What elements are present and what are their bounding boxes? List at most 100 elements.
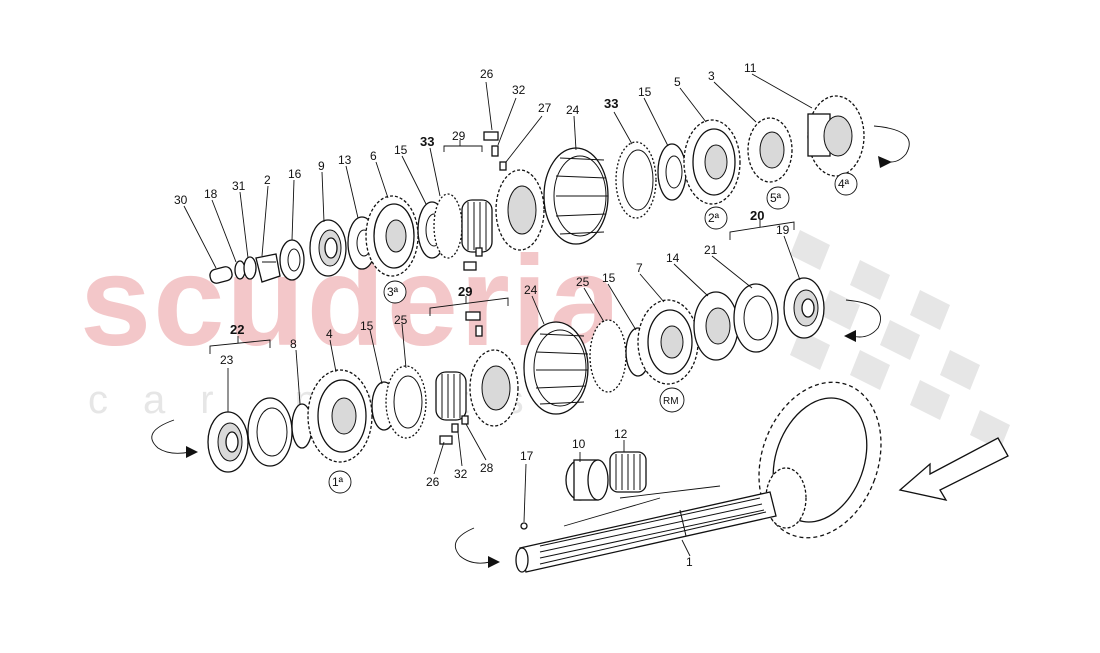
- gear-marker-3-circle: [383, 280, 407, 304]
- callout-10: 10: [572, 437, 586, 451]
- direction-arrow-icon: [898, 437, 1009, 501]
- checkered-flag-watermark: [790, 230, 1010, 450]
- callout-28: 28: [480, 461, 494, 475]
- callout-16: 16: [288, 167, 302, 181]
- rotation-arrow-lower-right: [844, 299, 881, 342]
- callout-24-lower: 24: [524, 283, 538, 297]
- part-29-hub-lower: [435, 349, 519, 427]
- pinion-shaft-assembly: [454, 381, 1009, 573]
- callout-9: 9: [318, 159, 325, 173]
- pinion-gear: [765, 467, 807, 529]
- callout-32-upper: 32: [512, 83, 526, 97]
- gear-marker-rm: RM: [663, 396, 679, 407]
- gear-marker-5-circle: [766, 186, 790, 210]
- part-33-synchro-upper-left: [433, 193, 463, 259]
- callout-6: 6: [370, 149, 377, 163]
- callout-17: 17: [520, 449, 534, 463]
- part-1-main-shaft: [515, 491, 777, 573]
- callout-12: 12: [614, 427, 628, 441]
- callout-2: 2: [264, 173, 271, 187]
- part-22-bearing-race: [247, 397, 293, 467]
- callout-15-lower-right: 15: [602, 271, 616, 285]
- part-24-sleeve-upper: [543, 147, 609, 245]
- part-15-ring-upper-right: [657, 143, 687, 201]
- callout-22: 22: [230, 322, 244, 337]
- callout-25-lower: 25: [394, 313, 408, 327]
- part-10-bush: [565, 459, 609, 501]
- part-21-bearing-race: [733, 283, 779, 353]
- callout-33-upper-right: 33: [604, 96, 618, 111]
- callout-24-upper: 24: [566, 103, 580, 117]
- leader-lines: [183, 73, 813, 557]
- part-26-32-28-detent-lower: [439, 311, 483, 445]
- callout-5: 5: [674, 75, 681, 89]
- part-7-gear: [637, 299, 699, 385]
- callout-labels: 26 32 27 24 33 15 5 3 11 29 33 15 6 13 9…: [174, 61, 790, 569]
- gear-markers: 3ª 2ª 5ª 4ª 1ª RM: [328, 172, 858, 494]
- part-14-spacer: [693, 291, 739, 361]
- callout-21: 21: [704, 243, 718, 257]
- part-23-bearing: [207, 411, 249, 473]
- callout-19: 19: [776, 223, 790, 237]
- callout-31: 31: [232, 179, 246, 193]
- part-25-synchro-lower-right: [589, 319, 627, 393]
- callout-15-upper: 15: [394, 143, 408, 157]
- part-3-gear: [747, 117, 793, 183]
- callout-27: 27: [538, 101, 552, 115]
- gear-marker-rm-circle: [659, 387, 685, 413]
- part-6-gear: [365, 195, 419, 277]
- callout-33-upper-left: 33: [420, 134, 434, 149]
- callout-14: 14: [666, 251, 680, 265]
- callout-18: 18: [204, 187, 218, 201]
- callout-25-lower-right: 25: [576, 275, 590, 289]
- gear-marker-3: 3ª: [387, 285, 399, 299]
- part-19-bearing: [783, 277, 825, 339]
- part-30-pin: [209, 266, 233, 284]
- part-9-bearing: [309, 219, 347, 277]
- callout-26-upper: 26: [480, 67, 494, 81]
- callout-15-lower: 15: [360, 319, 374, 333]
- rotation-arrow-lower-left: [151, 419, 198, 458]
- callout-4: 4: [326, 327, 333, 341]
- part-5-gear: [683, 119, 741, 205]
- part-12-needle-bearing: [609, 451, 647, 493]
- callout-30: 30: [174, 193, 188, 207]
- gear-marker-4: 4ª: [838, 177, 850, 191]
- callout-29-upper: 29: [452, 129, 466, 143]
- callout-3: 3: [708, 69, 715, 83]
- callout-15-upper-right: 15: [638, 85, 652, 99]
- part-33-synchro-upper-right: [615, 141, 657, 219]
- upper-shaft-assembly: [209, 95, 910, 284]
- gear-marker-4-circle: [834, 172, 858, 196]
- part-17-ball: [520, 522, 528, 530]
- gear-marker-5: 5ª: [770, 191, 782, 205]
- part-26-32-27-detent-upper: [463, 131, 507, 271]
- gear-marker-1: 1ª: [332, 475, 344, 489]
- part-29-hub-upper: [461, 169, 545, 253]
- callout-1: 1: [686, 555, 693, 569]
- callout-7: 7: [636, 261, 643, 275]
- callout-23: 23: [220, 353, 234, 367]
- part-31-washer: [243, 256, 257, 280]
- part-16-nut: [279, 239, 305, 281]
- part-11-gear: [807, 95, 865, 177]
- gear-marker-1-circle: [328, 470, 352, 494]
- part-2-key: [255, 253, 281, 283]
- callout-26-lower: 26: [426, 475, 440, 489]
- rotation-arrow-shaft: [454, 527, 500, 568]
- gear-marker-2: 2ª: [708, 211, 720, 225]
- crown-wheel: [758, 381, 882, 539]
- callout-20: 20: [750, 208, 764, 223]
- lower-shaft-assembly: [151, 277, 881, 473]
- callout-13: 13: [338, 153, 352, 167]
- gear-marker-2-circle: [704, 206, 728, 230]
- part-25-synchro-lower: [385, 365, 427, 439]
- callout-11: 11: [744, 61, 757, 75]
- callout-29-lower: 29: [458, 284, 472, 299]
- callout-8: 8: [290, 337, 297, 351]
- part-4-gear: [307, 369, 373, 463]
- callout-32-lower: 32: [454, 467, 468, 481]
- rotation-arrow-upper-right: [873, 125, 910, 168]
- part-24-sleeve-lower: [523, 321, 589, 415]
